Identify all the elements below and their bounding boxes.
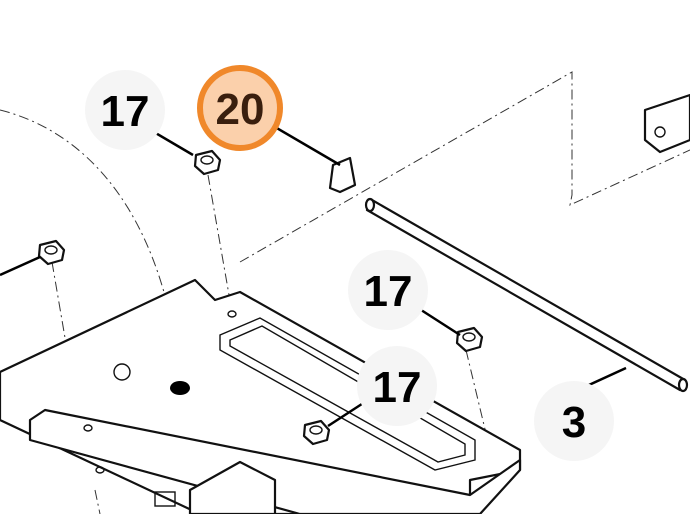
- leader-line: [327, 398, 369, 428]
- callout-label: 17: [364, 267, 413, 316]
- leader-line: [417, 306, 461, 337]
- callout-17-middle[interactable]: 17: [348, 250, 428, 330]
- leader-line: [0, 255, 41, 277]
- callout-label: 17: [101, 87, 150, 136]
- guide-line: [94, 489, 101, 514]
- callout-20-highlighted[interactable]: 20: [197, 65, 283, 151]
- callout-17-bottom[interactable]: 17: [357, 346, 437, 426]
- callout-label: 3: [562, 398, 586, 447]
- callout-label: 20: [216, 85, 265, 134]
- guide-line: [0, 109, 176, 341]
- callout-label: 17: [373, 363, 422, 412]
- nut-icon: [37, 239, 66, 266]
- callout-3[interactable]: 3: [534, 381, 614, 461]
- nut-icon: [193, 149, 222, 176]
- nut-icon: [455, 326, 484, 353]
- guide-line: [207, 174, 233, 313]
- rod-part-3: [364, 197, 689, 393]
- hole: [170, 381, 190, 395]
- guide-line: [239, 71, 690, 263]
- mounting-plate: [0, 278, 522, 514]
- callout-17-top-left[interactable]: 17: [85, 70, 165, 150]
- nut-icon: [302, 419, 331, 446]
- clip-part-20: [328, 156, 357, 194]
- bracket: [643, 93, 690, 154]
